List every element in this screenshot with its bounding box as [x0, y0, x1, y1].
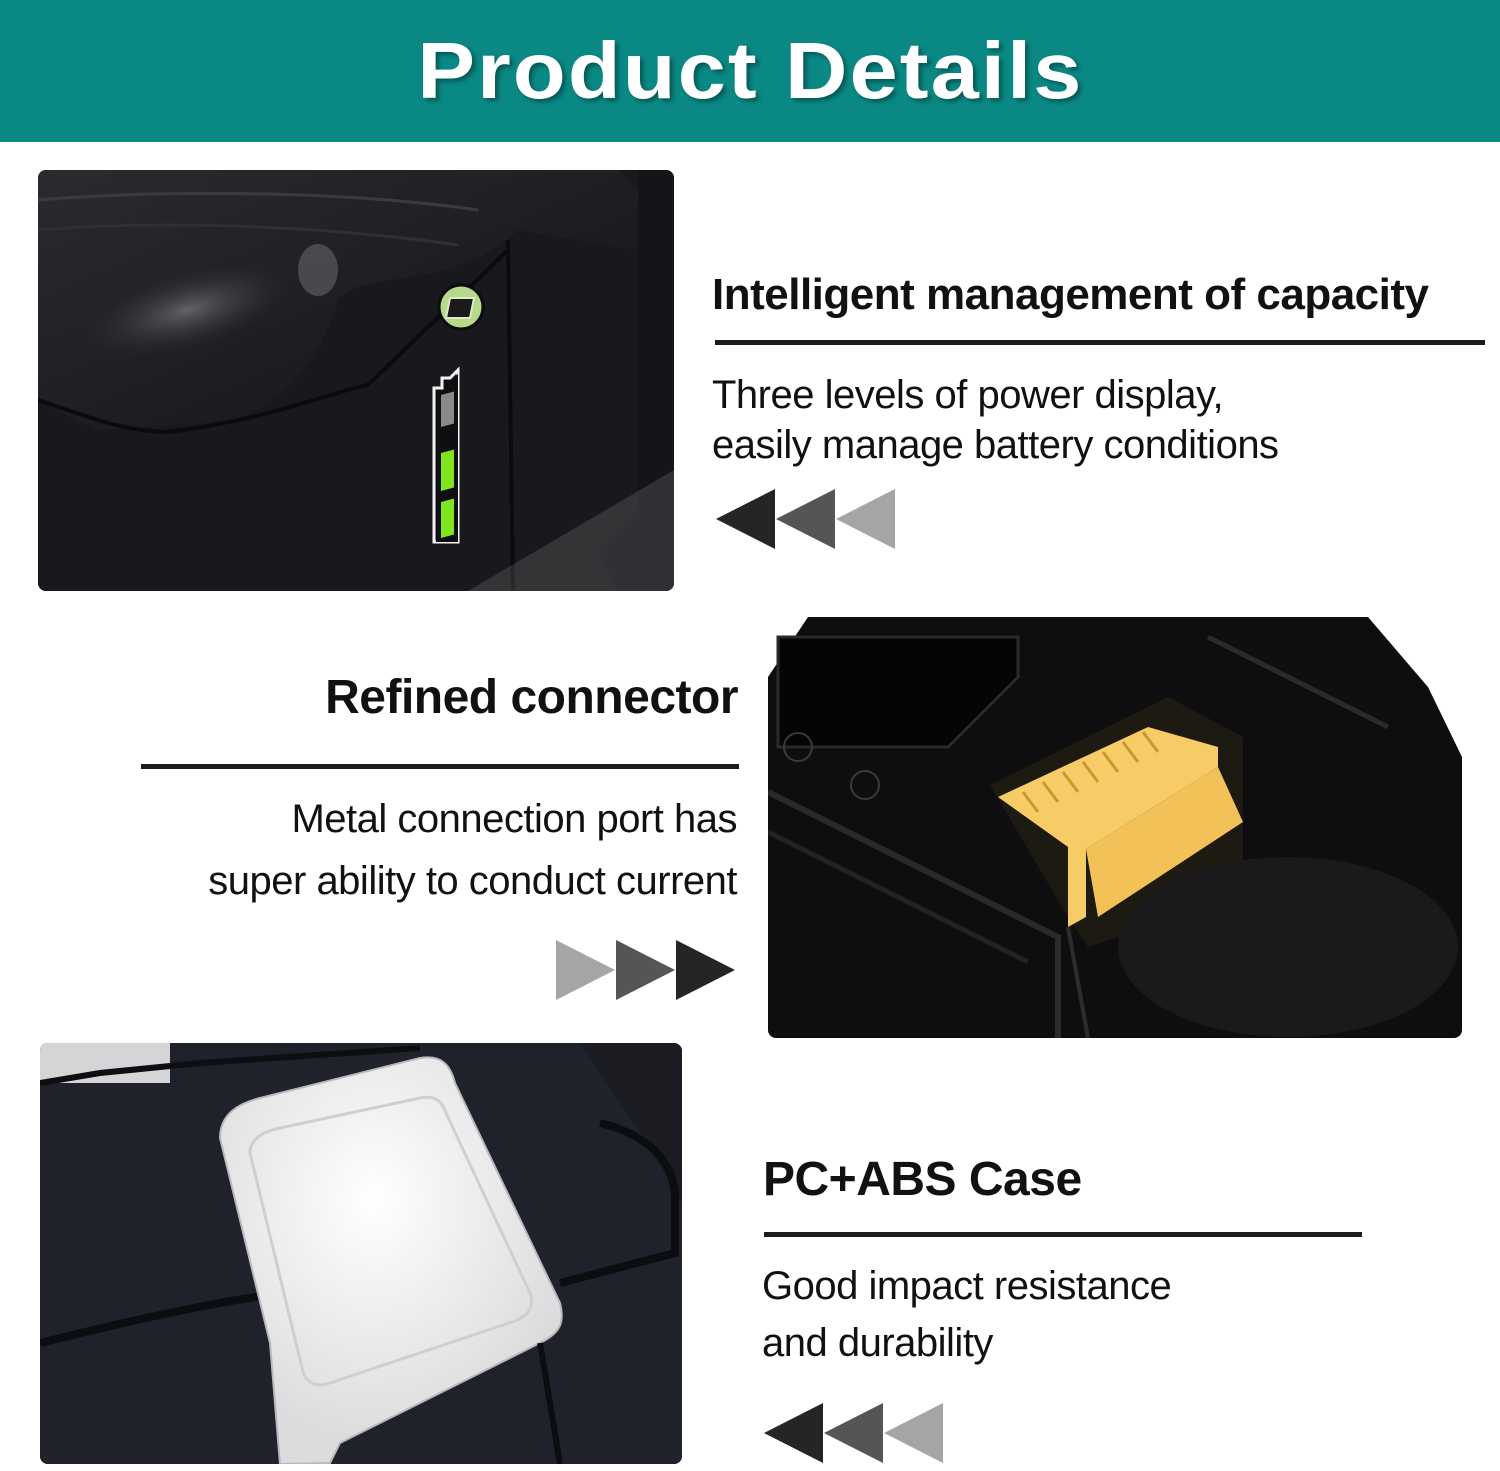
header-banner: Product Details	[0, 0, 1500, 142]
description-line: and durability	[762, 1321, 993, 1365]
battery-case-latch-photo	[40, 1043, 682, 1464]
description-line: super ability to conduct current	[208, 859, 737, 903]
battery-check-icon	[437, 283, 485, 331]
left-arrows-icon	[764, 1403, 944, 1463]
battery-fuel-gauge-photo	[38, 170, 674, 591]
feature-divider-connector	[141, 764, 739, 769]
feature-divider-capacity	[715, 340, 1485, 345]
connector-illustration	[768, 617, 1462, 1038]
feature-title-capacity: Intelligent management of capacity	[712, 270, 1429, 319]
description-line: Three levels of power display,	[712, 373, 1224, 417]
feature-description-connector: Metal connection port has super ability …	[140, 788, 737, 912]
battery-fuel-gauge-illustration	[38, 170, 674, 591]
description-line: easily manage battery conditions	[712, 423, 1279, 467]
white-latch-button	[218, 1056, 563, 1464]
left-arrows-icon	[716, 489, 896, 549]
case-illustration	[40, 1043, 682, 1464]
feature-divider-case	[764, 1232, 1362, 1237]
description-line: Metal connection port has	[291, 797, 737, 841]
description-line: Good impact resistance	[762, 1264, 1172, 1308]
battery-connector-photo	[768, 617, 1462, 1038]
right-arrows-icon	[556, 940, 736, 1000]
feature-description-capacity: Three levels of power display, easily ma…	[712, 370, 1279, 470]
feature-description-case: Good impact resistance and durability	[762, 1258, 1172, 1372]
yellow-terminal-block	[998, 727, 1243, 927]
feature-title-connector: Refined connector	[325, 671, 738, 724]
battery-level-gauge-icon	[432, 366, 460, 544]
feature-title-case: PC+ABS Case	[763, 1153, 1082, 1206]
page-title: Product Details	[416, 26, 1084, 115]
